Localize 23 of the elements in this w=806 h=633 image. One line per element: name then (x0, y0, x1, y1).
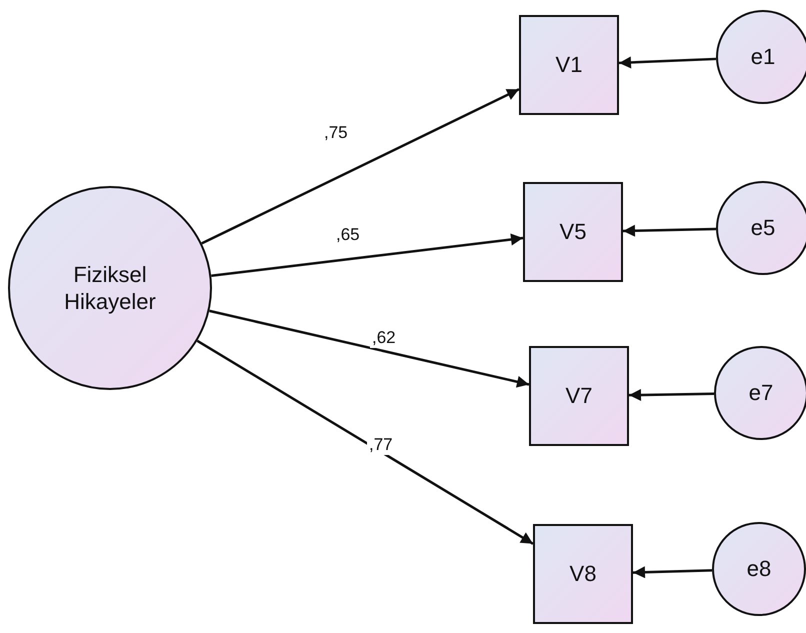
node-label: V5 (560, 219, 586, 245)
observed-variable-box (533, 524, 633, 624)
arrow (201, 88, 520, 245)
node-label: e8 (746, 556, 772, 582)
node-label: Fiziksel Hikayeler (63, 260, 157, 316)
arrow (618, 56, 716, 68)
observed-variable-box (523, 182, 623, 282)
node-label: V7 (566, 383, 592, 409)
observed-variable-box (529, 346, 629, 446)
node-label: e5 (750, 215, 776, 241)
arrow (628, 388, 714, 401)
node-label: e7 (748, 380, 774, 406)
arrow (211, 234, 524, 277)
arrow (196, 340, 534, 545)
node-label: V8 (570, 561, 596, 587)
node-label: e1 (750, 44, 776, 70)
edge-label: ,77 (367, 436, 395, 455)
arrow (622, 224, 716, 237)
arrow (632, 566, 712, 578)
edge-label: ,62 (370, 329, 398, 348)
observed-variable-box (519, 15, 619, 115)
node-label: V1 (556, 52, 582, 78)
arrow (209, 310, 530, 388)
